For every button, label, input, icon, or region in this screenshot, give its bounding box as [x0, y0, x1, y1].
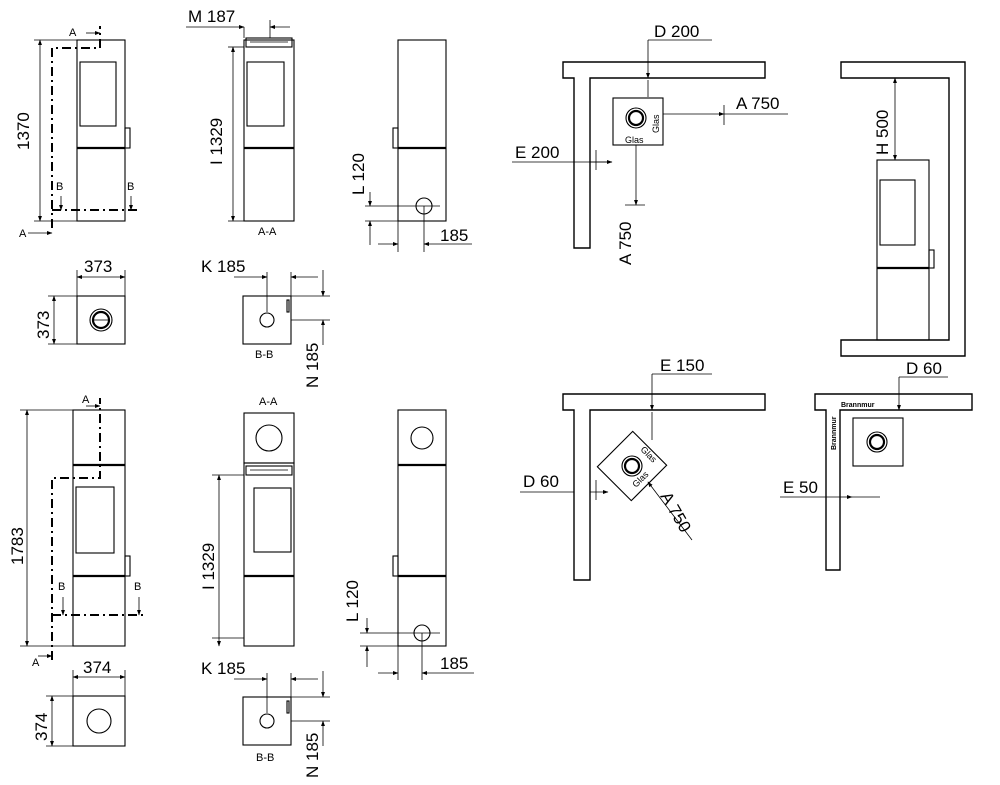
glas-label-front: Glas [625, 135, 644, 145]
tall-stove-section-bb: K 185 N 185 B-B [201, 659, 330, 778]
section-b-marker-left-tall: B [58, 581, 65, 593]
tall-stove-top-view: 374 374 [32, 658, 126, 747]
section-b-marker-right: B [127, 181, 134, 193]
dimension-d-60-firewall: D 60 [906, 359, 942, 378]
depth-374-label: 374 [32, 713, 51, 741]
short-stove-side-view: L 120 185 [349, 39, 472, 252]
brannmur-label-top: Brannmur [841, 402, 875, 409]
corner-install-top-right: Glas Glas D 200 A 750 E 200 A 750 [512, 22, 788, 265]
dimension-e-150: E 150 [660, 356, 704, 375]
tall-stove-side-view: L 120 185 [343, 409, 474, 680]
section-aa-caption-tall: A-A [259, 396, 278, 408]
dimension-l-120: L 120 [349, 153, 368, 195]
section-bb-caption-tall: B-B [256, 752, 274, 764]
dimension-i-1329: I 1329 [207, 118, 226, 165]
section-b-marker-left: B [56, 181, 63, 193]
brannmur-label-side: Brannmur [831, 416, 838, 450]
dimension-a-750-right: A 750 [736, 94, 780, 113]
section-bb-caption: B-B [255, 349, 273, 361]
short-stove-section-aa: M 187 I 1329 A-A [186, 7, 295, 238]
dimension-n-185-tall: N 185 [303, 733, 322, 778]
height-1783-label: 1783 [8, 527, 27, 565]
dimension-a-750-diag: A 750 [657, 489, 695, 536]
section-a-marker-top: A [69, 27, 77, 39]
section-aa-caption: A-A [258, 226, 277, 238]
width-373-label: 373 [84, 257, 112, 276]
height-1370-label: 1370 [14, 112, 33, 150]
dimension-h-500: H 500 [873, 110, 892, 155]
dimension-k-185-tall: K 185 [201, 659, 245, 678]
glas-label-side: Glas [651, 114, 661, 133]
section-b-marker-right-tall: B [134, 581, 141, 593]
dimension-d-60: D 60 [523, 472, 559, 491]
dimension-e-200: E 200 [515, 143, 559, 162]
short-stove-top-view: 373 373 [34, 257, 126, 345]
depth-373-label: 373 [34, 311, 53, 339]
tall-stove-front-view: 1783 A A B B [8, 394, 145, 669]
wall-niche-install: H 500 [840, 61, 966, 357]
section-a-marker-top-tall: A [82, 394, 90, 406]
diagonal-corner-install: Glas Glas E 150 D 60 A 750 [520, 356, 766, 581]
dimension-185-side: 185 [440, 226, 468, 245]
dimension-l-120-tall: L 120 [343, 580, 362, 622]
short-stove-front-view: 1370 A A B B [14, 26, 140, 240]
width-374-label: 374 [83, 658, 111, 677]
dimension-185-side-tall: 185 [440, 654, 468, 673]
short-stove-section-bb: K 185 N 185 B-B [201, 257, 330, 388]
firewall-corner-install: Brannmur Brannmur D 60 E 50 [780, 359, 973, 571]
dimension-k-185: K 185 [201, 257, 245, 276]
dimension-n-185: N 185 [303, 343, 322, 388]
tall-stove-section-aa: A-A I 1329 [199, 396, 295, 647]
dimension-i-1329-tall: I 1329 [199, 543, 218, 590]
section-a-marker-bottom-tall: A [32, 657, 40, 669]
section-a-marker-bottom: A [19, 228, 27, 240]
dimension-m-187: M 187 [188, 7, 235, 26]
dimension-a-750-down: A 750 [616, 222, 635, 266]
dimension-e-50: E 50 [783, 478, 818, 497]
dimension-d-200: D 200 [654, 22, 699, 41]
